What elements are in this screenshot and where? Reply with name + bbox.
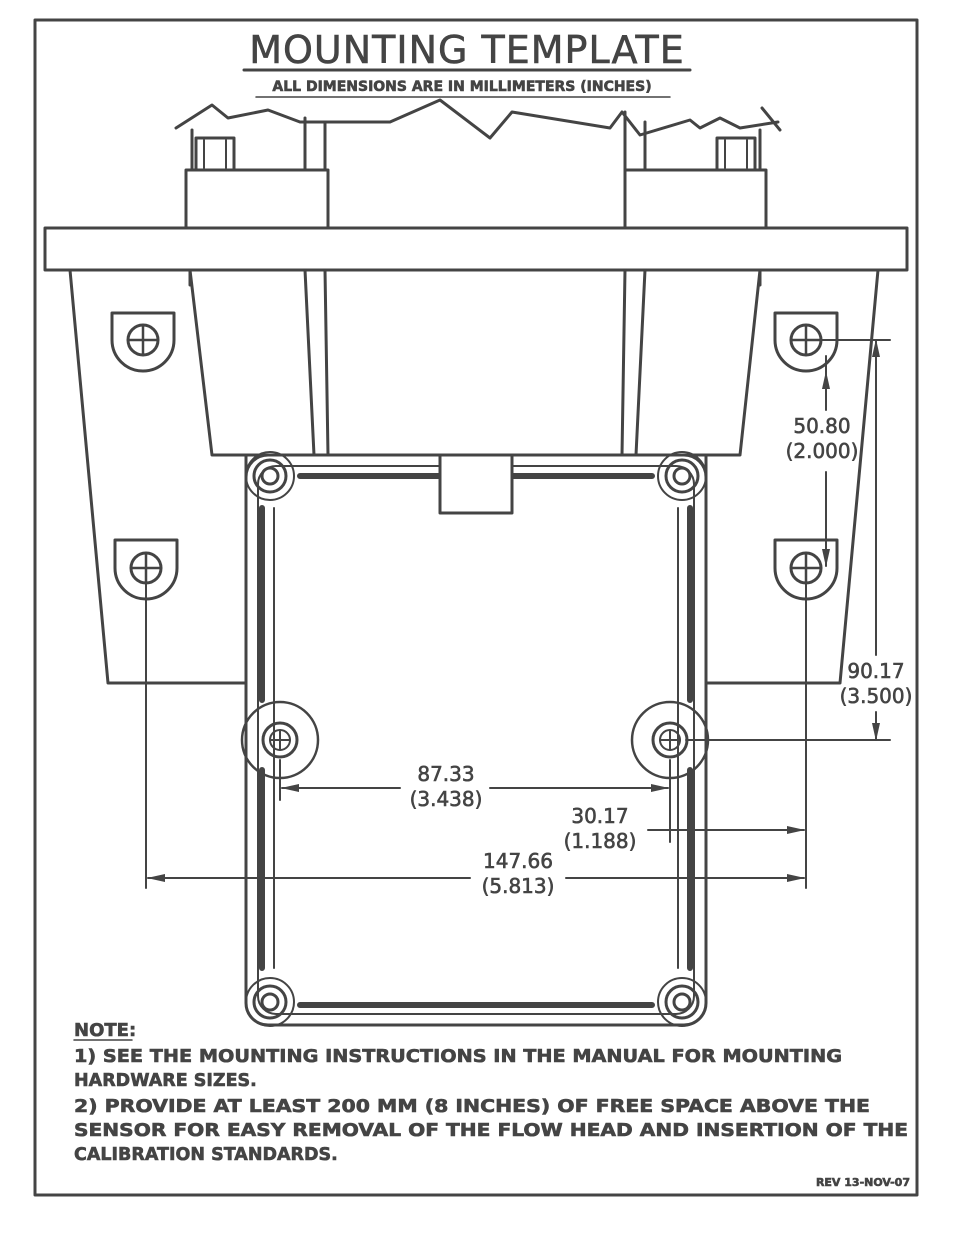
dim-label-30-in: (1.188) <box>564 829 637 853</box>
dim-label-87-in: (3.438) <box>410 787 483 811</box>
break-line-right-tail <box>760 106 782 132</box>
enclosure-gasket-inner <box>259 473 693 1008</box>
enclosure-top-tab <box>438 453 514 515</box>
note-line-1b: HARDWARE SIZES. <box>74 1071 257 1091</box>
note-line-1a: 1) SEE THE MOUNTING INSTRUCTIONS IN THE … <box>74 1047 842 1067</box>
note-line-2b: SENSOR FOR EASY REMOVAL OF THE FLOW HEAD… <box>74 1121 908 1141</box>
sensor-housing <box>188 268 762 457</box>
dim-label-90-in: (3.500) <box>840 684 913 708</box>
dim-label-90-mm: 90.17 <box>847 659 904 683</box>
note-line-2c: CALIBRATION STANDARDS. <box>74 1145 338 1165</box>
housing-inner-right <box>634 268 647 457</box>
revision-label: REV 13-NOV-07 <box>816 1176 910 1189</box>
enclosure-outer <box>244 453 708 1027</box>
keyhole-top-right <box>773 311 839 373</box>
keyhole-top-left <box>110 311 176 373</box>
housing-inner-right-2 <box>620 268 627 457</box>
keyhole-bottom-left <box>113 538 179 601</box>
dim-label-147-in: (5.813) <box>482 874 555 898</box>
housing-inner-left <box>303 268 316 457</box>
break-line <box>174 98 780 140</box>
note-line-2a: 2) PROVIDE AT LEAST 200 MM (8 INCHES) OF… <box>74 1097 870 1117</box>
drawing-border <box>33 18 919 1197</box>
mounting-plate <box>43 226 909 272</box>
right-clamp-body <box>623 168 768 230</box>
dim-label-50-mm: 50.80 <box>793 414 850 438</box>
right-clamp-knob <box>715 136 757 172</box>
page-subtitle: ALL DIMENSIONS ARE IN MILLIMETERS (INCHE… <box>272 79 651 95</box>
dim-label-30-mm: 30.17 <box>571 804 628 828</box>
dim-label-50-in: (2.000) <box>786 439 859 463</box>
dim-label-147-mm: 147.66 <box>483 849 553 873</box>
keyhole-bottom-right <box>773 538 839 601</box>
corner-screw-top-left <box>245 451 295 501</box>
corner-screw-bottom-right <box>657 977 707 1027</box>
note-heading: NOTE: <box>74 1020 136 1041</box>
corner-screw-top-right <box>657 451 707 501</box>
page-title: MOUNTING TEMPLATE <box>249 28 685 72</box>
left-clamp-knob <box>194 136 236 172</box>
housing-inner-left-2 <box>323 268 330 457</box>
corner-screw-bottom-left <box>245 977 295 1027</box>
left-clamp-body <box>184 168 330 230</box>
dim-label-87-mm: 87.33 <box>417 762 474 786</box>
